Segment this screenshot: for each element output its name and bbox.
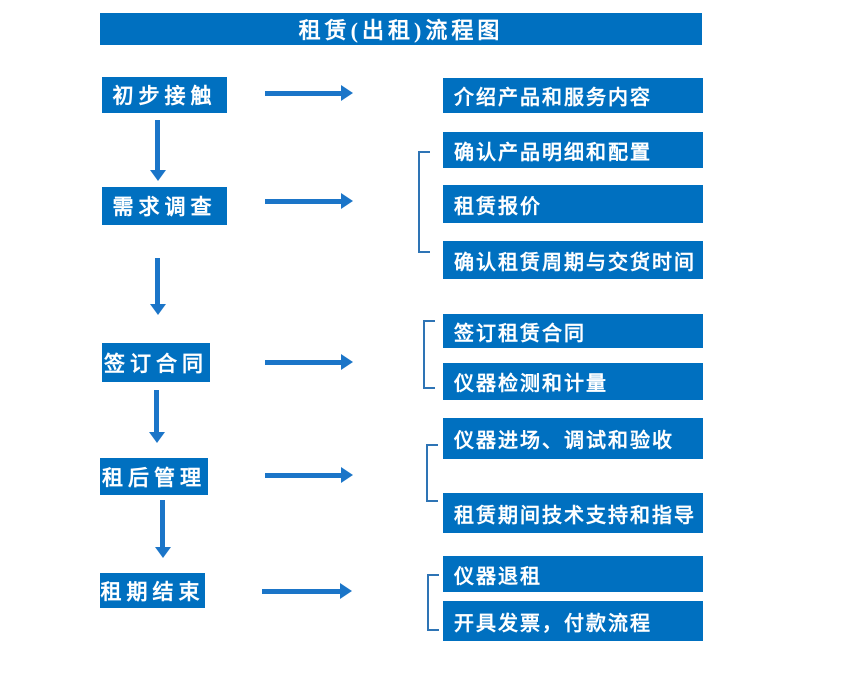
detail-box-rental-quote: 租赁报价 xyxy=(443,185,703,223)
arrow-shaft xyxy=(155,258,160,305)
step-box-sign-contract: 签订合同 xyxy=(102,343,210,382)
arrow-head xyxy=(341,85,353,101)
detail-box-introduce-products: 介绍产品和服务内容 xyxy=(443,78,703,113)
detail-box-confirm-product-config: 确认产品明细和配置 xyxy=(443,132,703,168)
step-box-initial-contact: 初步接触 xyxy=(102,77,227,113)
arrow-head xyxy=(155,547,171,558)
detail-box-sign-rental-contract: 签订租赁合同 xyxy=(443,314,703,348)
right-arrow-4 xyxy=(265,467,353,483)
arrow-shaft xyxy=(265,360,342,365)
down-arrow-4 xyxy=(155,500,171,558)
detail-box-confirm-cycle-delivery: 确认租赁周期与交货时间 xyxy=(443,241,703,279)
detail-box-technical-support: 租赁期间技术支持和指导 xyxy=(443,493,703,533)
step-box-rental-end: 租期结束 xyxy=(100,573,205,608)
down-arrow-3 xyxy=(149,390,165,443)
arrow-shaft xyxy=(160,500,165,548)
step-box-demand-survey: 需求调查 xyxy=(102,187,227,225)
arrow-head xyxy=(150,170,166,181)
detail-box-instrument-return: 仪器退租 xyxy=(443,556,703,592)
arrow-shaft xyxy=(262,589,341,594)
down-arrow-1 xyxy=(150,120,166,181)
right-arrow-2 xyxy=(265,193,353,209)
arrow-head xyxy=(341,354,353,370)
detail-box-invoice-payment: 开具发票，付款流程 xyxy=(443,601,703,641)
arrow-head xyxy=(341,467,353,483)
arrow-shaft xyxy=(265,199,342,204)
down-arrow-2 xyxy=(150,258,166,315)
arrow-shaft xyxy=(154,390,159,433)
detail-box-instrument-setup-acceptance: 仪器进场、调试和验收 xyxy=(443,418,703,459)
right-arrow-1 xyxy=(265,85,353,101)
arrow-head xyxy=(150,304,166,315)
step-box-post-rental-management: 租后管理 xyxy=(100,458,208,495)
bracket-group-sign-contract xyxy=(423,320,435,389)
arrow-shaft xyxy=(265,473,342,478)
bracket-group-post-rental xyxy=(426,444,438,502)
arrow-head xyxy=(341,193,353,209)
arrow-shaft xyxy=(155,120,160,171)
right-arrow-3 xyxy=(265,354,353,370)
right-arrow-5 xyxy=(262,583,352,599)
bracket-group-demand-survey xyxy=(418,151,430,253)
bracket-group-rental-end xyxy=(427,574,439,631)
arrow-head xyxy=(340,583,352,599)
arrow-shaft xyxy=(265,91,342,96)
flowchart-title: 租赁(出租)流程图 xyxy=(100,13,702,45)
detail-box-instrument-testing: 仪器检测和计量 xyxy=(443,363,703,400)
arrow-head xyxy=(149,432,165,443)
